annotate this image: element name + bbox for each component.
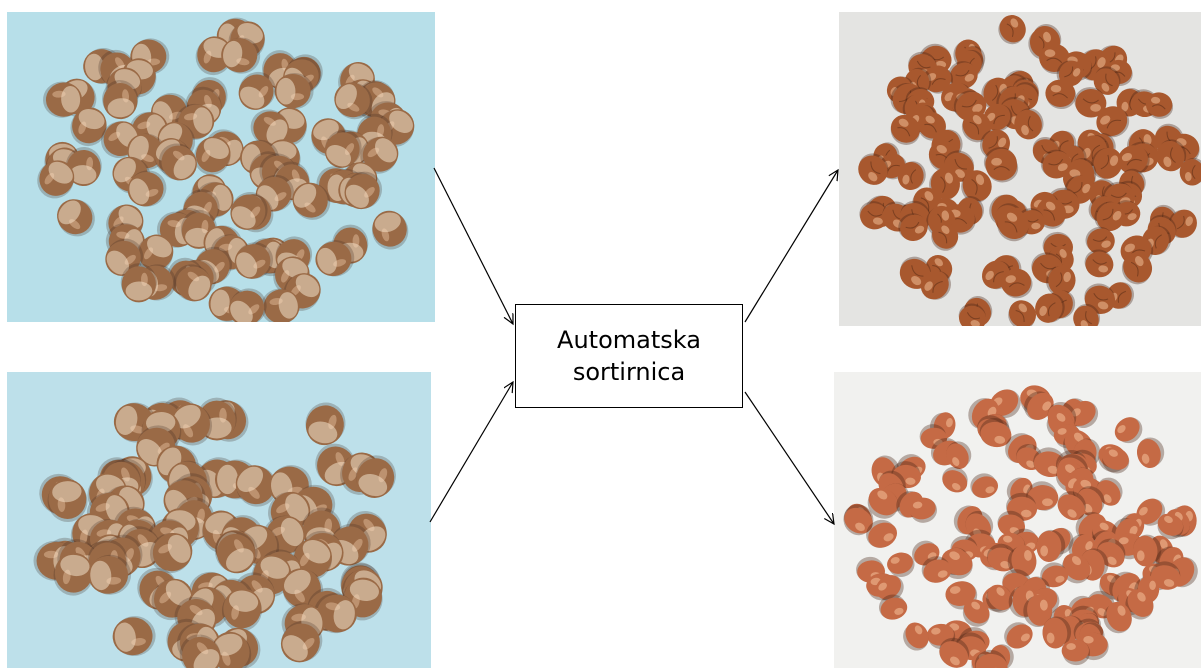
sorter-label-line2: sortirnica [573, 356, 685, 388]
arrow-sorter-to-output-bottom [745, 392, 834, 524]
arrow-sorter-to-output-top [745, 170, 838, 322]
sorter-label-line1: Automatska [557, 324, 701, 356]
automatic-sorter-box: Automatska sortirnica [515, 304, 743, 408]
arrow-input-bottom-to-sorter [430, 382, 513, 522]
arrow-input-top-to-sorter [434, 168, 513, 324]
